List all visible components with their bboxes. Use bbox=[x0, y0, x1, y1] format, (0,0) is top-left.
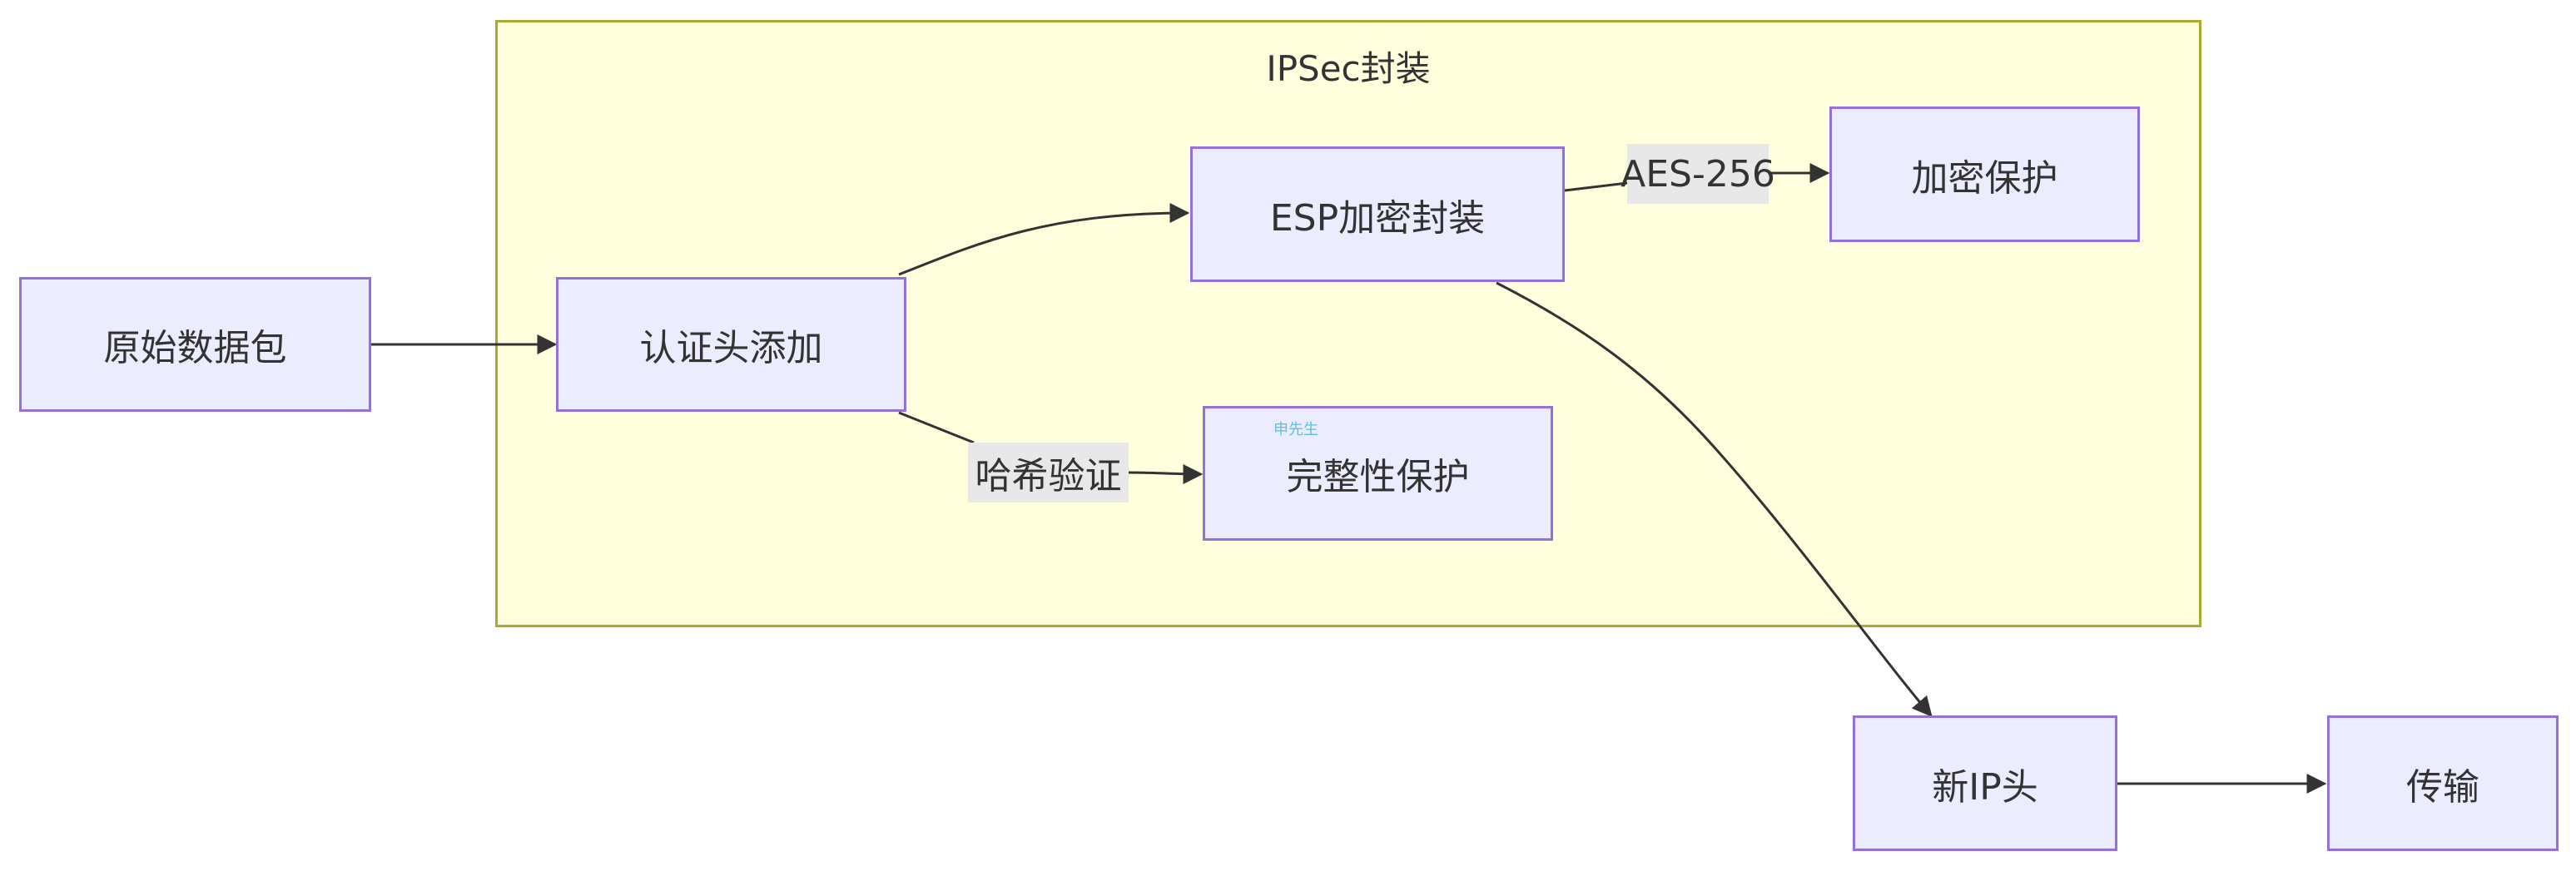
edge-esp-to-aes bbox=[1564, 181, 1628, 192]
node-integrity: 完整性保护 bbox=[1203, 406, 1553, 541]
node-encrypt-protect: 加密保护 bbox=[1829, 106, 2140, 242]
edge-label-hash-verify: 哈希验证 bbox=[968, 443, 1129, 502]
edge-auth-to-hash bbox=[898, 411, 975, 444]
node-transmit: 传输 bbox=[2327, 715, 2559, 851]
edge-auth-to-esp bbox=[898, 203, 1190, 276]
edge-label-aes256: AES-256 bbox=[1621, 144, 1775, 204]
edge-esp-to-newip bbox=[1496, 281, 1933, 717]
node-new-ip-header: 新IP头 bbox=[1853, 715, 2117, 851]
node-auth-header: 认证头添加 bbox=[556, 277, 906, 412]
watermark-text: 申先生 bbox=[1273, 421, 1318, 438]
edge-hash-to-integrity bbox=[1127, 463, 1204, 484]
node-raw-packet: 原始数据包 bbox=[19, 277, 371, 412]
group-title: IPSec封装 bbox=[1266, 48, 1431, 89]
node-esp-encap: ESP加密封装 bbox=[1190, 146, 1565, 282]
